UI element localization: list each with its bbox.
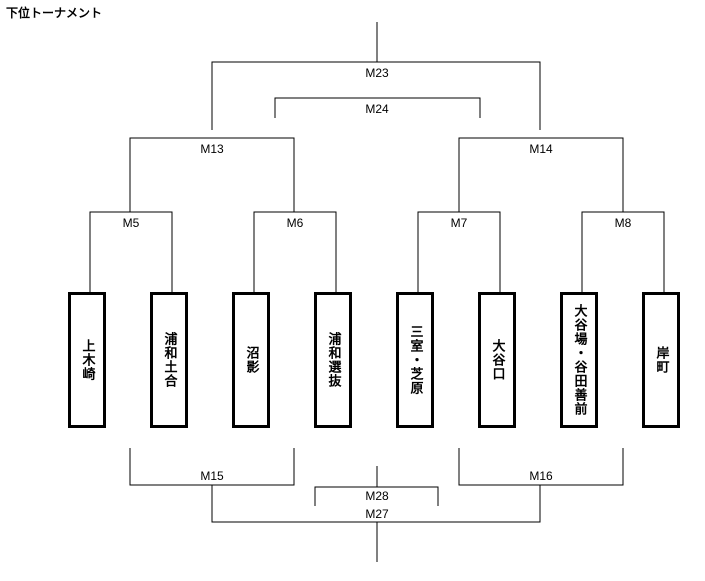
team-box-5: 三室・芝原 [396, 292, 434, 428]
team-box-1: 上木崎 [68, 292, 106, 428]
team-name: 沼影 [243, 346, 259, 374]
match-label-m23: M23 [365, 66, 389, 80]
team-name: 大谷場・谷田善前 [571, 304, 587, 416]
match-label-m28: M28 [365, 489, 389, 503]
match-label-m16: M16 [529, 469, 553, 483]
team-box-8: 岸町 [642, 292, 680, 428]
team-box-6: 大谷口 [478, 292, 516, 428]
match-label-m5: M5 [123, 216, 140, 230]
team-name: 浦和土合 [161, 332, 177, 388]
team-name: 大谷口 [489, 339, 505, 381]
team-box-4: 浦和選抜 [314, 292, 352, 428]
match-label-m27: M27 [365, 507, 389, 521]
team-name: 上木崎 [79, 339, 95, 381]
match-label-m24: M24 [365, 102, 389, 116]
match-label-m15: M15 [200, 469, 224, 483]
team-name: 三室・芝原 [407, 325, 423, 395]
match-label-m7: M7 [451, 216, 468, 230]
match-label-m14: M14 [529, 142, 553, 156]
match-label-m8: M8 [615, 216, 632, 230]
match-label-m13: M13 [200, 142, 224, 156]
team-name: 浦和選抜 [325, 332, 341, 388]
team-box-3: 沼影 [232, 292, 270, 428]
team-box-7: 大谷場・谷田善前 [560, 292, 598, 428]
match-label-m6: M6 [287, 216, 304, 230]
team-box-2: 浦和土合 [150, 292, 188, 428]
page-title: 下位トーナメント [6, 6, 103, 20]
team-name: 岸町 [653, 346, 669, 374]
